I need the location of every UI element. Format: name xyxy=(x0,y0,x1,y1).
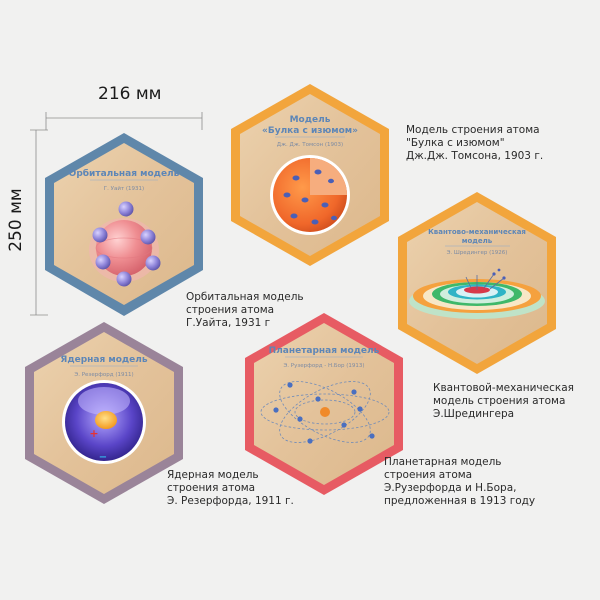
nuclear-caption: Ядерная модель строения атома Э. Резерфо… xyxy=(167,469,294,507)
nuclear-atom-illustration: + − xyxy=(62,380,146,464)
height-dimension-label: 250 мм xyxy=(6,188,26,252)
planetary-tile: Планетарная модель Э. Рузерфорд - Н.Бор … xyxy=(245,313,403,495)
planetary-orbits-illustration xyxy=(260,381,390,443)
plus-sign: + xyxy=(89,427,98,440)
quantum-tile-title-line1: Квантово-механическая xyxy=(428,228,526,236)
thomson-tile-title-line1: Модель xyxy=(290,115,331,125)
thomson-tile: Модель «Булка с изюмом» Дж. Дж. Томсон (… xyxy=(231,84,389,266)
plum-pudding-illustration xyxy=(270,155,350,235)
width-dimension-label: 216 мм xyxy=(98,84,162,104)
orbital-atom-illustration xyxy=(89,201,161,287)
orbital-caption: Орбитальная модель строения атома Г.Уайт… xyxy=(186,291,304,329)
height-dimension xyxy=(30,129,48,316)
nuclear-tile-subtitle: Э. Резерфорд (1911) xyxy=(74,372,133,378)
nuclear-tile-title: Ядерная модель xyxy=(60,355,147,365)
quantum-tile-subtitle: Э. Шредингер (1926) xyxy=(447,250,508,256)
quantum-tile: Квантово-механическая модель Э. Шрединге… xyxy=(398,192,556,374)
orbital-tile: Орбитальная модель Г. Уайт (1931) xyxy=(45,133,203,316)
minus-sign: − xyxy=(99,452,107,463)
quantum-tile-title-line2: модель xyxy=(462,237,493,245)
thomson-caption: Модель строения атома "Булка с изюмом" Д… xyxy=(406,124,544,162)
planetary-tile-title: Планетарная модель xyxy=(269,346,380,356)
orbital-tile-subtitle: Г. Уайт (1931) xyxy=(104,185,144,192)
nuclear-tile: Ядерная модель Э. Резерфорд (1911) + − xyxy=(25,322,183,504)
thomson-tile-subtitle: Дж. Дж. Томсон (1903) xyxy=(277,142,343,148)
width-dimension xyxy=(45,112,203,130)
thomson-tile-title-line2: «Булка с изюмом» xyxy=(262,126,358,136)
planetary-electrons xyxy=(273,382,375,444)
quantum-caption: Квантовой-механическая модель строения а… xyxy=(433,382,574,420)
quantum-rings-illustration xyxy=(409,268,545,319)
orbital-tile-title: Орбитальная модель xyxy=(69,168,180,179)
planetary-tile-subtitle: Э. Рузерфорд - Н.Бор (1913) xyxy=(283,363,364,369)
planetary-caption: Планетарная модель строения атома Э.Рузе… xyxy=(384,456,536,507)
